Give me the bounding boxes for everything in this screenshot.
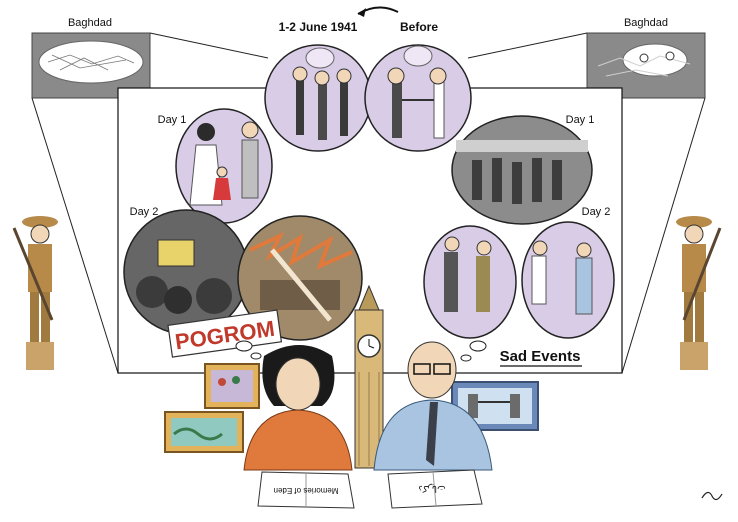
woman-book: [257, 471, 355, 509]
arrow-head-icon: [358, 8, 366, 17]
right-map-label: Baghdad: [624, 17, 668, 29]
bubble-right-day2-soldiers: [423, 225, 517, 339]
right-day1-label: Day 1: [566, 114, 595, 126]
right-map: [586, 32, 706, 99]
bubble-left-day2-riot: [237, 215, 363, 341]
bubble-1941-street: [264, 44, 372, 152]
artist-signature: [701, 491, 723, 501]
bubble-left-day2-radio: [123, 209, 249, 335]
date-label: 1-2 June 1941: [279, 20, 358, 34]
thought-dots-right: [460, 340, 487, 362]
bubble-right-day2-leaving: [521, 221, 615, 339]
soldier-left: [12, 216, 58, 370]
frame-family-picture: [204, 363, 260, 409]
left-map: [31, 32, 151, 99]
frame-river-picture: [164, 411, 244, 453]
left-map-label: Baghdad: [68, 17, 112, 29]
bubble-right-day1-crowd: [451, 115, 593, 225]
left-day2-label: Day 2: [130, 206, 159, 218]
woman-book-title: Memories of Eden: [274, 486, 339, 495]
bubble-before-greeting: [364, 44, 472, 152]
soldier-right: [676, 216, 722, 370]
man-book-title: ذكريات: [419, 483, 446, 494]
right-day2-label: Day 2: [582, 206, 611, 218]
before-label: Before: [400, 20, 438, 34]
pogrom-tag: POGROM: [167, 309, 283, 358]
big-ben: [354, 284, 384, 469]
woman-writer: [243, 345, 353, 471]
sad-events-label: Sad Events: [500, 348, 581, 365]
left-day1-label: Day 1: [158, 114, 187, 126]
man-book: [387, 469, 483, 509]
thought-dots-left: [235, 340, 262, 360]
man-writer: [373, 341, 493, 471]
bubble-left-day1-family: [175, 108, 273, 224]
